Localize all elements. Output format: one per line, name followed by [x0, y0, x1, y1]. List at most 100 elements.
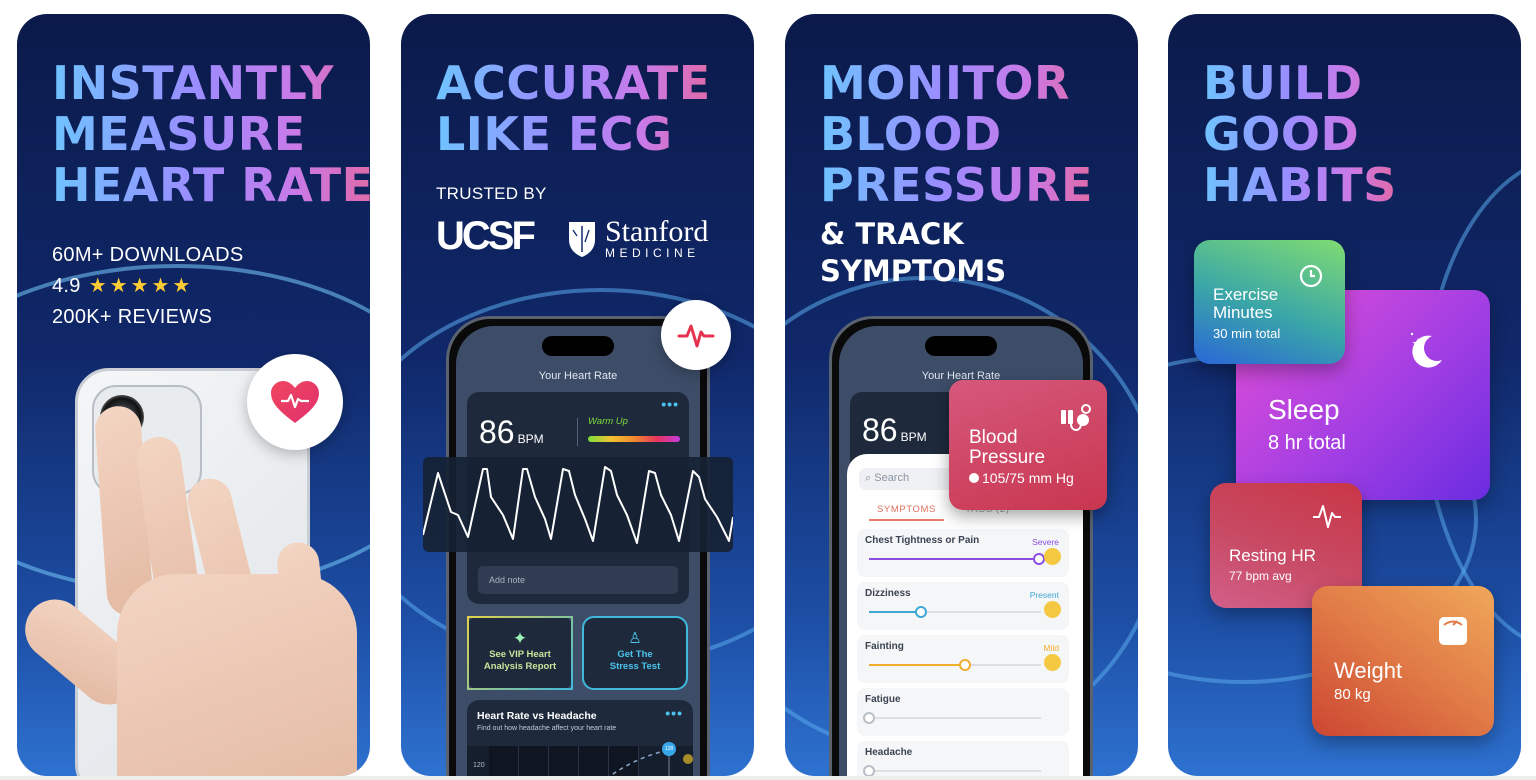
- subheadline: & TRACK SYMPTOMS: [820, 216, 1006, 290]
- headline: MONITOR BLOOD PRESSURE: [820, 58, 1093, 211]
- more-options-button[interactable]: •••: [661, 396, 679, 412]
- bp-indicator-icon: [969, 473, 979, 483]
- pulse-icon: [677, 324, 715, 348]
- headline-line: MEASURE: [52, 107, 306, 161]
- stress-test-label: Get The Stress Test: [609, 649, 661, 672]
- symptom-name: Dizziness: [865, 588, 911, 599]
- headline-line: GOOD: [1203, 107, 1360, 161]
- headline: BUILD GOOD HABITS: [1203, 58, 1397, 211]
- symptom-row[interactable]: Chest Tightness or Pain Severe: [857, 529, 1069, 577]
- ecg-waveform: [422, 457, 734, 552]
- headline: ACCURATE LIKE ECG: [436, 58, 711, 160]
- chart-card[interactable]: Heart Rate vs Headache Find out how head…: [467, 700, 693, 776]
- slider-handle[interactable]: [863, 765, 875, 776]
- screenshot-card-heart-rate[interactable]: INSTANTLY MEASURE HEART RATE 60M+ DOWNLO…: [17, 14, 370, 776]
- emoji-icon: [683, 754, 693, 764]
- headline-line: PRESSURE: [820, 158, 1093, 212]
- symptom-level: Mild: [1043, 643, 1059, 653]
- symptom-name: Headache: [865, 747, 913, 758]
- severity-slider[interactable]: [869, 553, 1045, 565]
- subheadline-line: SYMPTOMS: [820, 254, 1007, 288]
- stress-test-button[interactable]: ♙ Get The Stress Test: [582, 616, 688, 690]
- stanford-shield-icon: [569, 222, 595, 257]
- habit-title: Sleep: [1268, 394, 1340, 425]
- chart-area: 120 128: [467, 742, 693, 776]
- pulse-icon: [1313, 505, 1341, 528]
- exercise-habit-card[interactable]: Exercise Minutes 30 min total: [1194, 240, 1345, 364]
- bp-card-title: Blood Pressure: [969, 428, 1045, 468]
- habit-title: Resting HR: [1229, 546, 1316, 565]
- symptom-row[interactable]: Headache: [857, 741, 1069, 776]
- slider-handle[interactable]: [959, 659, 971, 671]
- symptom-row[interactable]: Fainting Mild: [857, 635, 1069, 683]
- bpm-unit: BPM: [517, 432, 544, 446]
- heart-badge: [247, 354, 343, 450]
- headline-line: MONITOR: [820, 56, 1070, 110]
- severity-slider[interactable]: [863, 765, 1041, 776]
- bp-value-row: 105/75 mm Hg: [969, 470, 1074, 486]
- habit-value: 8 hr total: [1268, 432, 1346, 454]
- trend-line: [608, 749, 670, 776]
- headline-line: INSTANTLY: [52, 56, 334, 110]
- slider-handle[interactable]: [915, 606, 927, 618]
- habit-title: Weight: [1334, 658, 1403, 683]
- severity-slider[interactable]: [869, 606, 1041, 618]
- bp-value: 105/75 mm Hg: [982, 470, 1074, 486]
- symptom-row[interactable]: Dizziness Present: [857, 582, 1069, 630]
- vip-report-button[interactable]: ✦ See VIP Heart Analysis Report: [467, 616, 573, 690]
- unhappy-face-icon: [1044, 654, 1061, 671]
- symptom-name: Fainting: [865, 641, 904, 652]
- bp-title-line: Blood: [969, 427, 1018, 448]
- seated-person-icon: ♙: [628, 630, 642, 647]
- chart-more-button[interactable]: •••: [665, 705, 683, 721]
- chart-card-title: Heart Rate vs Headache: [477, 710, 597, 722]
- severity-slider[interactable]: [869, 659, 1041, 671]
- headline-line: HEART RATE: [52, 158, 370, 212]
- chart-card-subtitle: Find out how headache affect your heart …: [477, 725, 617, 732]
- bpm-unit: BPM: [900, 430, 927, 444]
- dynamic-island: [925, 336, 997, 356]
- headline-line: BLOOD: [820, 107, 1002, 161]
- screen-title: Your Heart Rate: [538, 370, 618, 382]
- tab-symptoms[interactable]: SYMPTOMS: [869, 504, 944, 521]
- bpm-value: 86: [862, 412, 898, 448]
- headline-line: BUILD: [1203, 56, 1363, 110]
- habit-value: 77 bpm avg: [1229, 569, 1292, 583]
- slider-handle[interactable]: [863, 712, 875, 724]
- dynamic-island: [542, 336, 614, 356]
- symptom-name: Chest Tightness or Pain: [865, 535, 980, 546]
- symptom-level: Severe: [1032, 537, 1059, 547]
- weight-habit-card[interactable]: Weight 80 kg: [1312, 586, 1494, 736]
- severe-face-icon: [1044, 548, 1061, 565]
- star-rating-icon: ★★★★★: [88, 275, 194, 297]
- scale-icon: [1439, 617, 1467, 645]
- blood-pressure-cuff-icon: [1061, 404, 1091, 431]
- rating-value: 4.9: [52, 275, 81, 297]
- rating-row: 4.9 ★★★★★: [52, 271, 243, 302]
- bpm-value: 86: [479, 414, 515, 450]
- symptom-row[interactable]: Fatigue: [857, 688, 1069, 736]
- heart-pulse-icon: [271, 381, 319, 423]
- headline-line: HABITS: [1203, 158, 1397, 212]
- habit-value: 30 min total: [1213, 326, 1281, 341]
- search-placeholder: Search: [874, 472, 910, 484]
- zone-gauge: [588, 436, 680, 442]
- headline-line: ACCURATE: [436, 56, 711, 110]
- screenshot-card-blood-pressure[interactable]: MONITOR BLOOD PRESSURE & TRACK SYMPTOMS …: [785, 14, 1138, 776]
- search-icon: ⌕: [865, 472, 872, 484]
- habit-title-line: Minutes: [1213, 303, 1273, 322]
- add-note-input[interactable]: Add note: [478, 566, 678, 594]
- habit-title: Exercise Minutes: [1213, 286, 1278, 322]
- stanford-sub: MEDICINE: [605, 246, 700, 260]
- chart-grid: [489, 746, 639, 776]
- bottom-divider: [0, 776, 1536, 780]
- severity-slider[interactable]: [863, 712, 1041, 724]
- headline: INSTANTLY MEASURE HEART RATE: [52, 58, 370, 211]
- blood-pressure-card[interactable]: Blood Pressure 105/75 mm Hg: [949, 380, 1107, 510]
- screenshot-card-ecg[interactable]: ACCURATE LIKE ECG TRUSTED BY UCSF Stanfo…: [401, 14, 754, 776]
- ecg-wave-icon: [422, 466, 734, 544]
- y-tick: 120: [473, 762, 485, 769]
- screenshot-card-habits[interactable]: BUILD GOOD HABITS Sleep 8 hr total Exerc…: [1168, 14, 1521, 776]
